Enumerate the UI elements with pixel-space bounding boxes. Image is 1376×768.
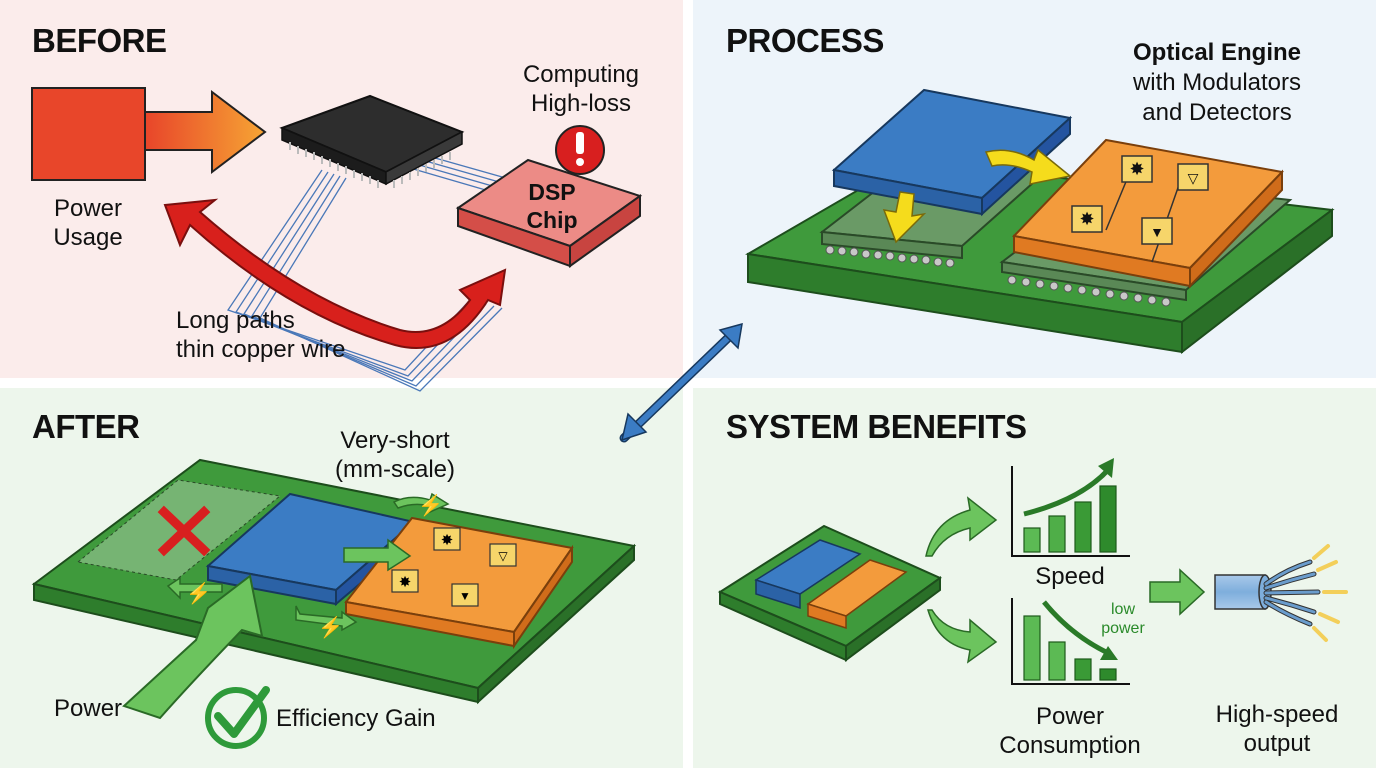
power-input-arrow	[122, 574, 264, 720]
detector-icon	[451, 583, 479, 607]
long-paths-label: Long paths thin copper wire	[176, 306, 345, 364]
svg-text:✸: ✸	[399, 574, 412, 591]
low-power-line: low	[1110, 601, 1135, 618]
after-power-label: Power	[54, 695, 123, 722]
speed-bar	[1023, 527, 1041, 553]
dsp-chip-label: DSP Chip	[510, 178, 594, 234]
branch-arrows	[925, 496, 1206, 664]
optical-engine-line: Optical Engine	[1132, 39, 1302, 66]
trend-up-arrow	[1098, 458, 1114, 478]
detector-icon	[489, 543, 517, 567]
svg-text:⚡: ⚡	[186, 581, 211, 605]
optical-engine-line: and Detectors	[1142, 99, 1292, 126]
computing-line: High-loss	[530, 90, 632, 117]
modulator-icon	[433, 527, 461, 551]
benefits-module	[717, 524, 942, 662]
consumption-line: Consumption	[999, 732, 1141, 759]
speed-bar	[1048, 515, 1066, 553]
svg-text:▽: ▽	[1188, 170, 1199, 186]
svg-text:▼: ▼	[459, 589, 471, 603]
dsp-line: Chip	[526, 207, 578, 233]
power-bar	[1023, 615, 1041, 681]
svg-text:▼: ▼	[1150, 224, 1164, 240]
power-usage-line: Power	[53, 195, 123, 222]
transition-arrow	[619, 322, 743, 443]
efficiency-check-icon	[205, 686, 270, 749]
detector-icon	[1177, 163, 1209, 191]
low-power-line: power	[1101, 620, 1145, 637]
svg-text:✸: ✸	[441, 532, 454, 549]
trend-down-arrow	[1100, 646, 1118, 660]
low-power-label: low power	[1098, 600, 1148, 638]
power-consumption-label: Power Consumption	[990, 702, 1150, 760]
modulator-icon	[1071, 205, 1103, 233]
very-short-line: Very-short	[340, 427, 450, 454]
after-optical-engine: ✸ ▽ ✸ ▼	[344, 516, 574, 650]
output-line: High-speed	[1215, 701, 1339, 728]
high-speed-output-label: High-speed output	[1204, 700, 1350, 758]
speed-bar	[1074, 501, 1092, 553]
optical-engine-label: Optical Engine with Modulators and Detec…	[1118, 38, 1316, 128]
power-bar	[1048, 641, 1066, 681]
power-source-block	[31, 87, 146, 181]
benefits-title: SYSTEM BENEFITS	[726, 408, 1027, 445]
speed-bar	[1099, 485, 1117, 553]
svg-text:⚡: ⚡	[318, 615, 343, 639]
long-paths-line: thin copper wire	[176, 336, 346, 363]
dsp-line: DSP	[528, 179, 576, 205]
fiber-cable-icon	[1214, 544, 1348, 642]
svg-text:✸: ✸	[1129, 159, 1144, 179]
power-usage-line: Usage	[53, 224, 123, 251]
long-paths-line: Long paths	[176, 307, 295, 334]
power-chart	[1011, 598, 1130, 685]
long-path-arrow	[163, 198, 507, 349]
power-usage-label: Power Usage	[38, 194, 138, 252]
svg-text:▽: ▽	[498, 549, 508, 563]
processor-chip	[279, 94, 465, 188]
very-short-line: (mm-scale)	[335, 456, 455, 483]
process-optical-engine: ✸ ▽ ✸ ▼	[1011, 138, 1285, 289]
svg-text:⚡: ⚡	[418, 493, 443, 517]
modulator-icon	[391, 569, 419, 593]
optical-engine-line: with Modulators	[1132, 69, 1302, 96]
consumption-line: Power	[1035, 703, 1105, 730]
output-line: output	[1243, 730, 1311, 757]
power-bar	[1074, 658, 1092, 681]
detector-icon	[1141, 217, 1173, 245]
very-short-label: Very-short (mm-scale)	[322, 426, 468, 484]
signal-arrows	[166, 492, 450, 632]
remove-x-icon	[157, 505, 211, 557]
computing-line: Computing	[522, 61, 640, 88]
power-bar	[1099, 668, 1117, 681]
after-title: AFTER	[32, 408, 140, 445]
dsp-chip	[455, 158, 643, 268]
warning-icon	[555, 125, 605, 175]
computing-high-loss-label: Computing High-loss	[508, 60, 654, 118]
before-title: BEFORE	[32, 22, 167, 59]
svg-text:✸: ✸	[1079, 209, 1094, 229]
process-title: PROCESS	[726, 22, 884, 59]
speed-chart	[1011, 458, 1130, 557]
power-arrow	[144, 89, 267, 175]
speed-label: Speed	[1035, 563, 1105, 590]
efficiency-gain-label: Efficiency Gain	[276, 705, 436, 732]
modulator-icon	[1121, 155, 1153, 183]
yellow-flow-arrows	[882, 148, 1072, 244]
